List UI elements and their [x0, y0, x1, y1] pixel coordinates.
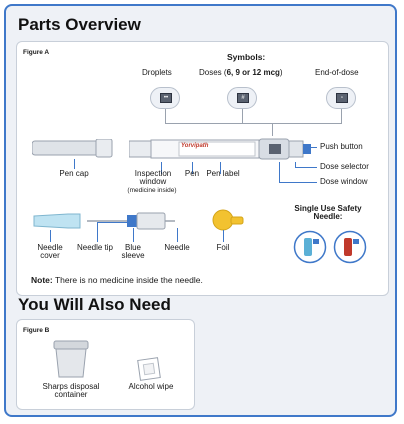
leader-line — [133, 228, 134, 242]
connector-line — [242, 109, 243, 123]
leader-line — [220, 162, 221, 174]
pen-label-label: Pen label — [206, 169, 240, 178]
figure-a-label: Figure A — [23, 49, 50, 56]
pen-image — [129, 138, 311, 160]
leader-line — [177, 228, 178, 242]
leader-line — [161, 162, 162, 174]
pen-brand: Yorvipath — [181, 143, 209, 149]
push-button-label: Push button — [320, 142, 363, 151]
alcohol-wipe-image — [137, 357, 161, 381]
needle-image — [87, 212, 175, 230]
dose-window-label: Dose window — [320, 177, 368, 186]
leader-line — [279, 162, 280, 183]
connector-line — [165, 109, 166, 123]
pen-cap-label: Pen cap — [59, 169, 89, 178]
safety-needle-unlocked-icon — [293, 230, 327, 264]
droplet-window-icon: •• — [150, 87, 180, 109]
leader-line — [97, 222, 98, 242]
needle-label: Needle — [164, 243, 190, 252]
figure-b-panel: Figure B Sharps disposal container Alcoh… — [16, 319, 195, 410]
needle-tip-label: Needle tip — [76, 243, 114, 252]
needle-note: Note: There is no medicine inside the ne… — [31, 275, 203, 285]
leader-line — [74, 159, 75, 169]
foil-image — [212, 209, 244, 231]
pen-body-label: Pen — [184, 169, 200, 178]
leader-line — [97, 222, 127, 223]
safety-needle-heading: Single Use Safety Needle: — [294, 204, 362, 222]
leader-line — [50, 230, 51, 242]
symbol-doses-label: Doses (6, 9 or 12 mcg) — [199, 68, 283, 77]
figure-a-panel: Figure A Symbols: Droplets Doses (6, 9 o… — [16, 41, 389, 296]
symbol-end-of-dose-label: End-of-dose — [315, 68, 359, 77]
inspection-window-label: Inspection window — [134, 169, 172, 187]
needle-cover-label: Needle cover — [37, 243, 63, 261]
symbol-droplets-label: Droplets — [142, 68, 172, 77]
leader-line — [305, 147, 317, 148]
leader-line — [295, 162, 296, 168]
dose-selector-label: Dose selector — [320, 162, 369, 171]
end-of-dose-window-icon: ▫ — [326, 87, 356, 109]
blue-sleeve-label: Blue sleeve — [121, 243, 145, 261]
leader-line — [192, 162, 193, 174]
page-frame: Parts Overview Figure A Symbols: Droplet… — [4, 4, 397, 417]
dose-window-icon: # — [227, 87, 257, 109]
alcohol-wipe-label: Alcohol wipe — [128, 382, 174, 391]
leader-line — [223, 230, 224, 242]
connector-line — [341, 109, 342, 123]
sharps-container-label: Sharps disposal container — [42, 382, 100, 400]
parts-overview-title: Parts Overview — [18, 15, 141, 34]
medicine-inside-label: (medicine inside) — [127, 187, 177, 194]
leader-line — [279, 182, 317, 183]
sharps-container-image — [53, 340, 89, 378]
also-need-title: You Will Also Need — [18, 295, 171, 314]
foil-label: Foil — [216, 243, 230, 252]
needle-cover-image — [33, 213, 81, 229]
symbols-heading: Symbols: — [227, 52, 266, 62]
figure-b-label: Figure B — [23, 327, 50, 334]
safety-needle-locked-icon — [333, 230, 367, 264]
connector-line — [165, 123, 342, 124]
leader-line — [295, 167, 317, 168]
connector-line — [272, 123, 273, 136]
pen-cap-image — [32, 139, 113, 158]
